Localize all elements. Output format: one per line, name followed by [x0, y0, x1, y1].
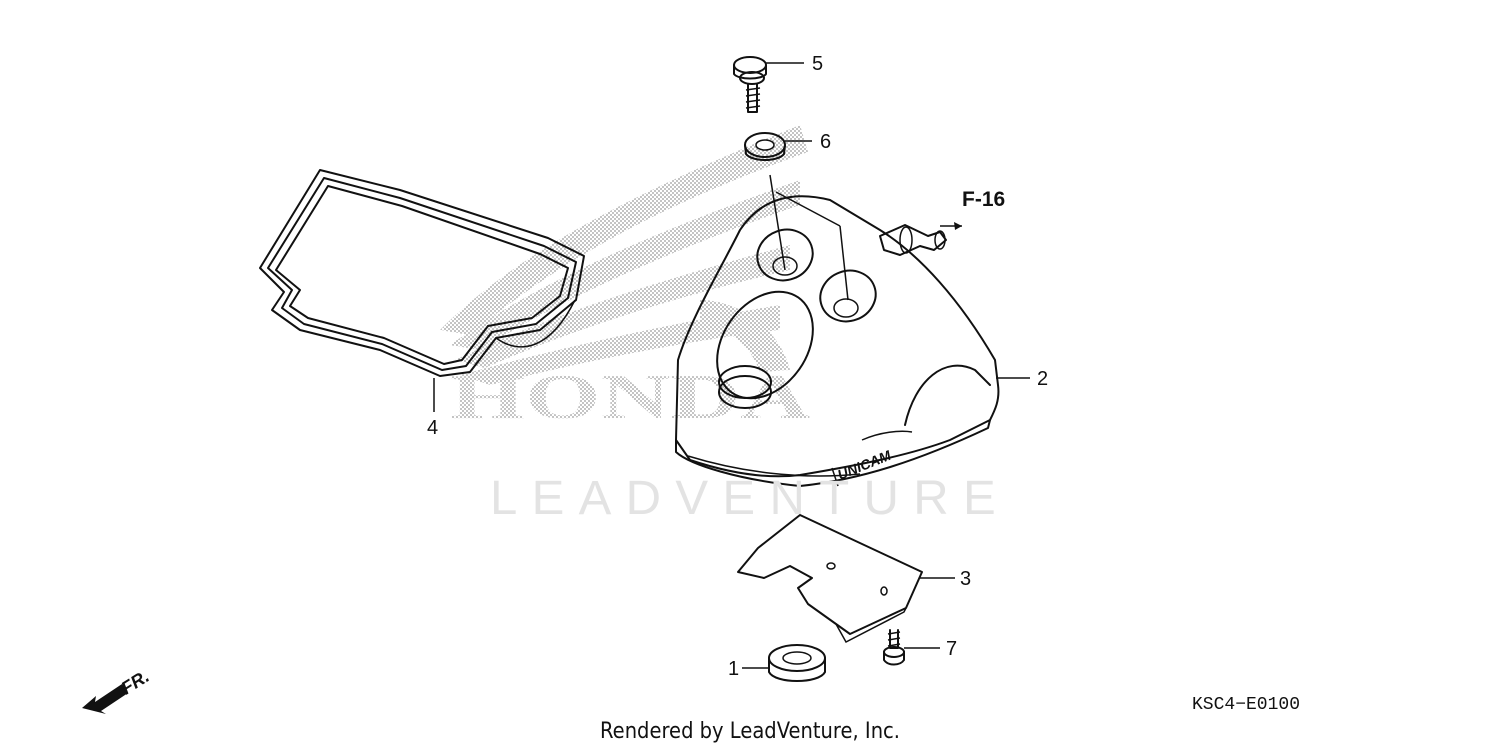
- callout-3: 3: [960, 568, 971, 590]
- callout-2: 2: [1037, 368, 1048, 390]
- callout-4: 4: [427, 417, 438, 439]
- leader-lines: [742, 62, 1030, 669]
- footer-credit: Rendered by LeadVenture, Inc.: [600, 719, 900, 744]
- leadventure-watermark-text: LEADVENTURE: [490, 472, 1010, 525]
- screw-part-7: [883, 629, 905, 666]
- honda-wing-watermark: HONDA: [440, 125, 810, 432]
- bolt-part-5: [733, 56, 767, 113]
- diagram-code: KSC4−E0100: [1192, 695, 1300, 715]
- honda-watermark-text: HONDA: [450, 361, 810, 432]
- reference-label: F-16: [962, 188, 1005, 211]
- gasket-part-4: [259, 169, 585, 412]
- plate-part-3: [737, 514, 923, 644]
- callout-6: 6: [820, 131, 831, 153]
- grommet-part-1: [768, 644, 826, 682]
- callout-1: 1: [728, 658, 739, 680]
- callout-7: 7: [946, 638, 957, 660]
- front-arrow-icon: [82, 684, 128, 714]
- front-direction-marker: FR.: [82, 666, 153, 714]
- callout-5: 5: [812, 53, 823, 75]
- washer-part-6: [744, 132, 786, 161]
